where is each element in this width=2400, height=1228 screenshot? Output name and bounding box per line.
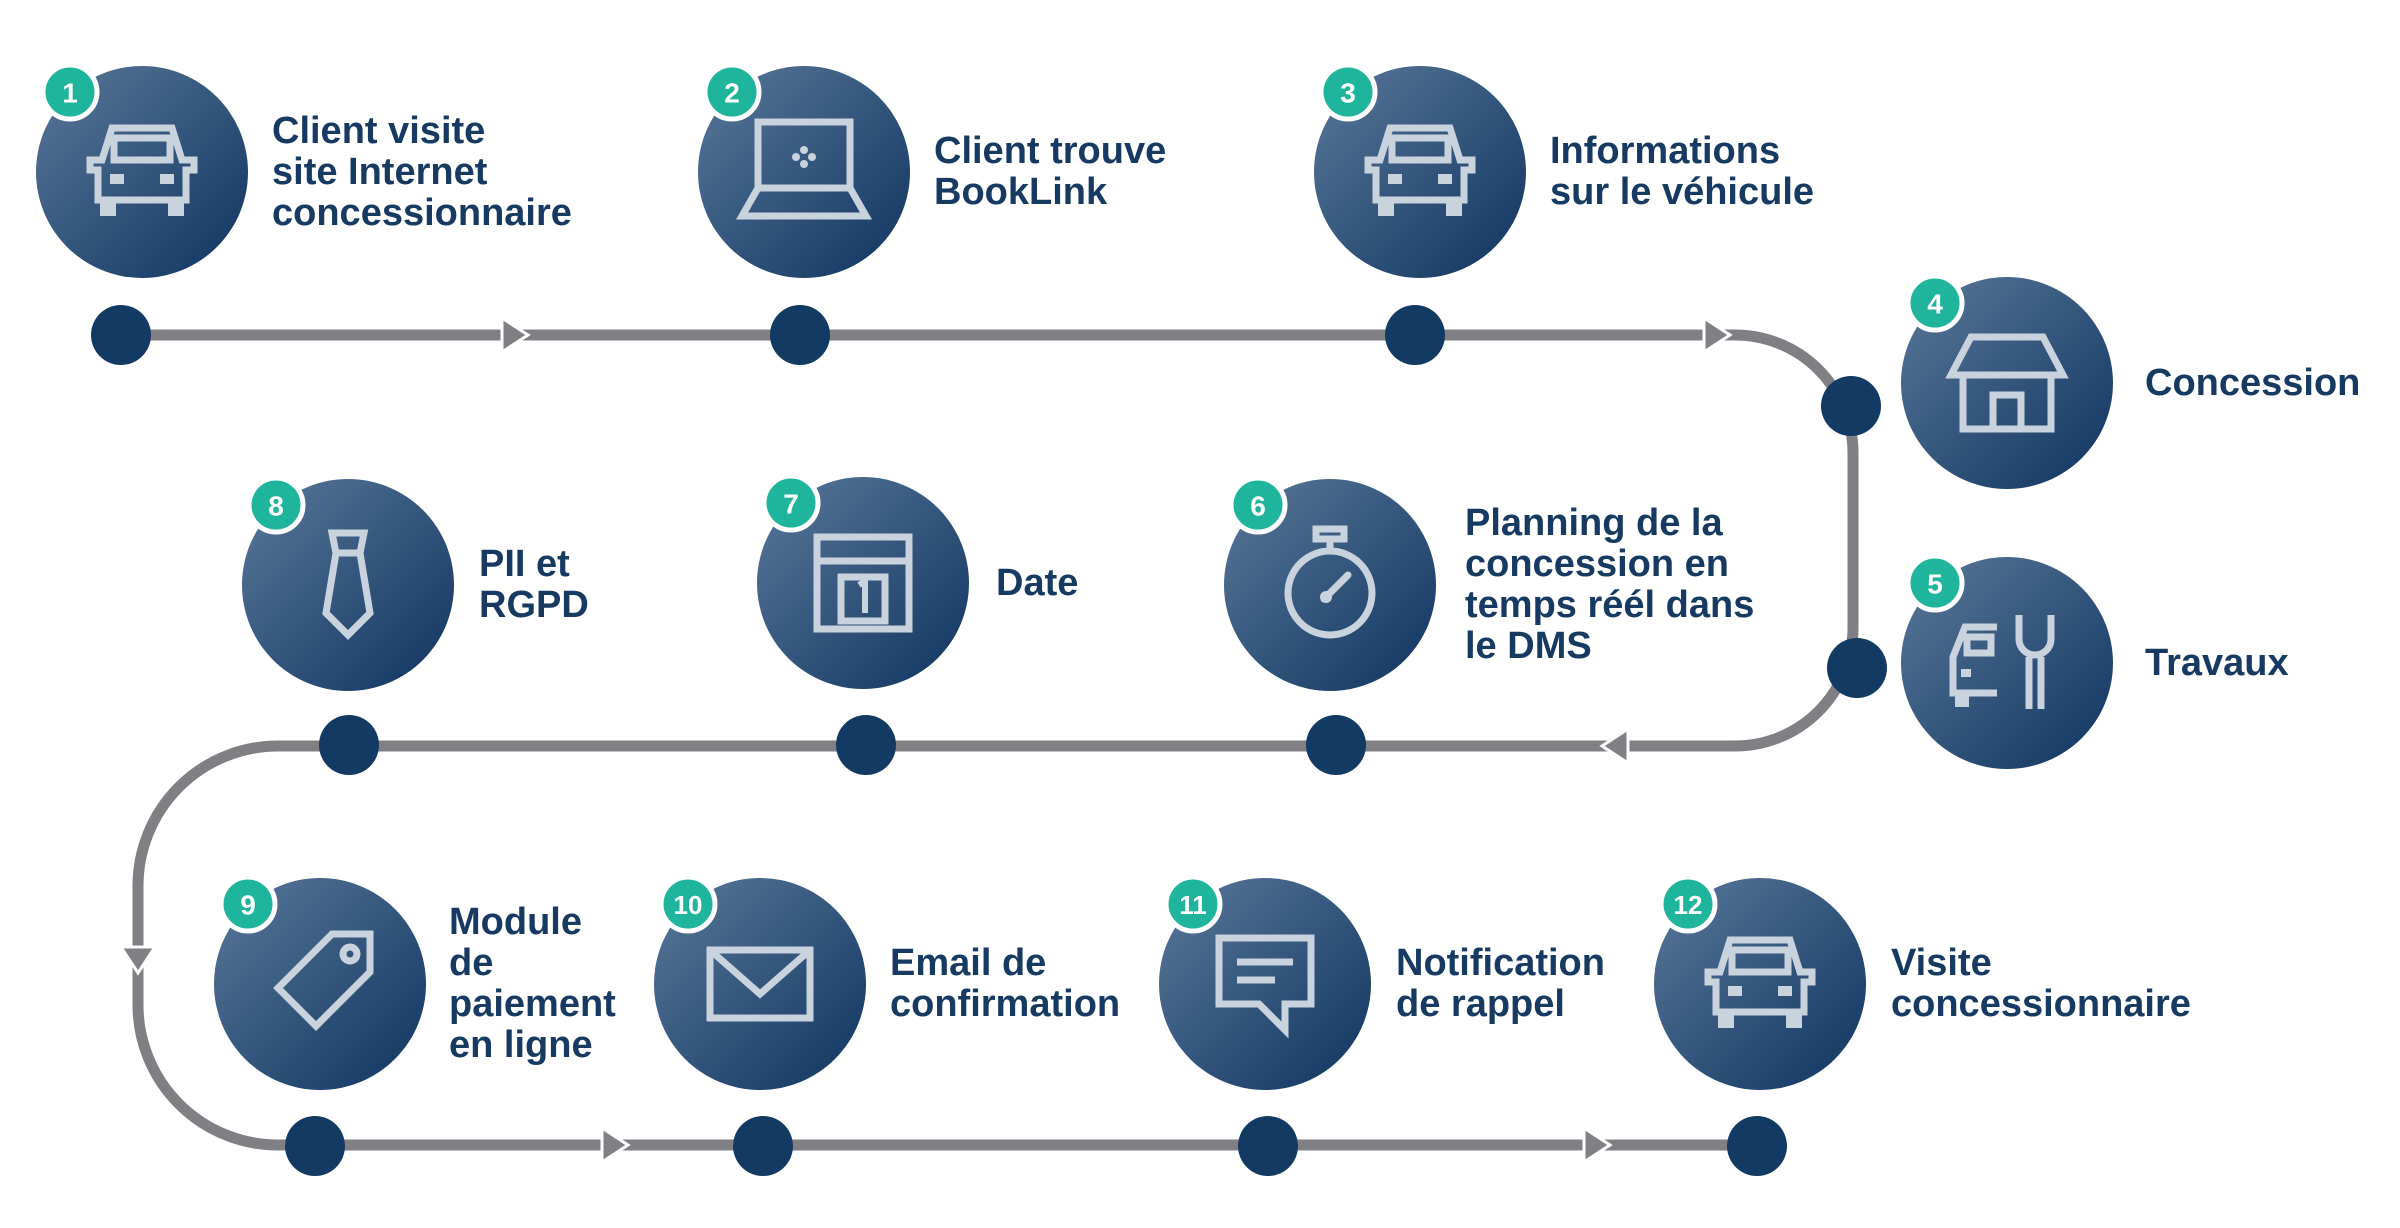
timeline-dot: [285, 1116, 345, 1176]
timeline-dot: [836, 715, 896, 775]
step-number: 9: [240, 890, 256, 921]
step-label-9: Module de paiement en ligne: [449, 901, 616, 1066]
step-label-2: Client trouve BookLink: [934, 130, 1167, 213]
step-circle: [698, 66, 910, 278]
timeline-dot: [1727, 1116, 1787, 1176]
step-11: 11: [1159, 874, 1371, 1090]
step-label-11: Notification de rappel: [1396, 942, 1605, 1025]
timeline-dot: [1385, 305, 1445, 365]
envelope-icon: [706, 946, 814, 1022]
step-label-8: PII et RGPD: [479, 543, 589, 626]
step-number: 1: [62, 78, 78, 109]
flow-arrowhead: [500, 315, 531, 355]
tag-icon: [273, 930, 374, 1031]
step-number-badge: [1658, 874, 1718, 934]
stopwatch-icon: [1284, 525, 1376, 639]
step-circle: [1224, 479, 1436, 691]
step-number-badge: [1228, 475, 1288, 535]
step-number-badge: [761, 473, 821, 533]
step-circle: [1901, 277, 2113, 489]
timeline-dot: [319, 715, 379, 775]
step-number-badge: [1163, 874, 1223, 934]
step-number: 10: [674, 890, 703, 920]
step-label-5: Travaux: [2145, 641, 2289, 684]
car-icon: [86, 124, 198, 216]
store-icon: [1945, 333, 2069, 433]
step-4: 4: [1901, 273, 2113, 489]
step-12: 12: [1654, 874, 1866, 1090]
flow-arrowhead: [600, 1125, 631, 1165]
step-5: 5: [1901, 553, 2113, 769]
step-number-badge: [658, 874, 718, 934]
step-number: 8: [268, 491, 284, 522]
step-1: 1: [36, 62, 248, 278]
step-label-10: Email de confirmation: [890, 942, 1121, 1025]
step-10: 10: [654, 874, 866, 1090]
step-label-4: Concession: [2145, 361, 2361, 404]
tie-icon: [322, 529, 374, 640]
step-label-3: Informations sur le véhicule: [1550, 130, 1815, 213]
timeline-dot: [770, 305, 830, 365]
laptop-icon: [735, 118, 873, 220]
step-number: 6: [1250, 491, 1266, 522]
chat-icon: [1215, 934, 1315, 1039]
step-number-badge: [1318, 62, 1378, 122]
step-circle: [1159, 878, 1371, 1090]
step-3: 3: [1314, 62, 1526, 278]
car-wrench-icon: [1949, 615, 2055, 709]
step-number: 12: [1674, 890, 1703, 920]
flow-arrowhead: [1582, 1125, 1613, 1165]
calendar-icon: [813, 533, 913, 633]
step-label-1: Client visite site Internet concessionna…: [272, 109, 572, 234]
timeline-dot: [1827, 638, 1887, 698]
step-label-7: Date: [996, 561, 1079, 604]
timeline-dot: [1821, 376, 1881, 436]
step-8: 8: [242, 475, 454, 691]
step-9: 9: [214, 874, 426, 1090]
step-circle: [1654, 878, 1866, 1090]
step-number: 11: [1179, 890, 1207, 920]
car-icon: [1364, 124, 1476, 216]
step-circle: [654, 878, 866, 1090]
timeline-dot: [1238, 1116, 1298, 1176]
step-number-badge: [246, 475, 306, 535]
step-circle: [1901, 557, 2113, 769]
step-circle: [1314, 66, 1526, 278]
flow-arrowhead: [1599, 726, 1630, 766]
step-number: 7: [783, 489, 799, 520]
step-number: 4: [1927, 289, 1943, 320]
timeline-dot: [733, 1116, 793, 1176]
step-circle: [242, 479, 454, 691]
flow-arrowhead: [118, 945, 158, 976]
timeline-dot: [91, 305, 151, 365]
step-number-badge: [1905, 553, 1965, 613]
step-number-badge: [1905, 273, 1965, 333]
step-circle: [36, 66, 248, 278]
flow-arrowhead: [1702, 315, 1733, 355]
step-number-badge: [40, 62, 100, 122]
flow-dots: [91, 305, 1887, 1176]
step-number: 3: [1340, 78, 1356, 109]
car-icon: [1704, 936, 1816, 1028]
step-label-12: Visite concessionnaire: [1891, 942, 2191, 1025]
step-number-badge: [218, 874, 278, 934]
step-2: 2: [698, 62, 910, 278]
step-number: 5: [1927, 569, 1943, 600]
step-number: 2: [724, 78, 740, 109]
flow-arrows: [118, 315, 1733, 1165]
step-number-badge: [702, 62, 762, 122]
timeline-dot: [1306, 715, 1366, 775]
step-7: 7: [757, 473, 969, 689]
step-6: 6: [1224, 475, 1436, 691]
step-label-6: Planning de la concession en temps réél …: [1465, 502, 1755, 667]
